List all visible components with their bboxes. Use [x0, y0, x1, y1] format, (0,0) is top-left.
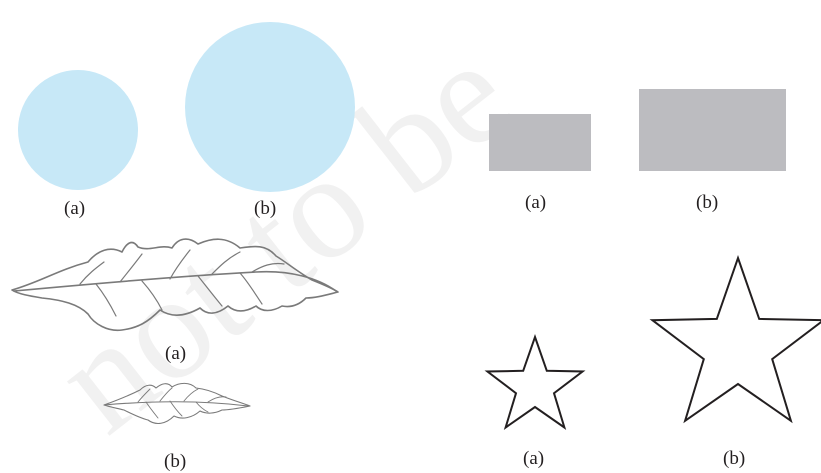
rectangle-label-a: (a) — [525, 192, 546, 213]
small-circle — [18, 70, 138, 190]
large-rectangle — [639, 89, 786, 171]
rectangle-label-b: (b) — [696, 192, 718, 213]
small-leaf — [103, 382, 251, 425]
large-star — [649, 254, 821, 424]
rectangles-pair: (a) (b) — [489, 89, 786, 213]
large-leaf-outline — [11, 238, 339, 332]
circle-label-a: (a) — [64, 198, 85, 219]
small-star — [484, 333, 586, 430]
circles-pair: (a) (b) — [18, 22, 355, 219]
leaf-label-b: (b) — [164, 451, 186, 472]
leaves-pair: (a) (b) — [11, 238, 339, 472]
leaf-label-a: (a) — [165, 343, 186, 364]
large-leaf — [11, 238, 339, 332]
small-leaf-outline — [103, 382, 251, 425]
small-leaf-veins — [137, 387, 227, 419]
stars-pair: (a) (b) — [484, 254, 821, 469]
star-label-a: (a) — [523, 448, 544, 469]
small-leaf-midrib — [103, 401, 249, 407]
large-leaf-veins — [79, 249, 285, 317]
large-leaf-midrib — [13, 270, 337, 292]
large-circle — [185, 22, 355, 192]
small-rectangle — [489, 114, 591, 171]
star-label-b: (b) — [723, 448, 745, 469]
circle-label-b: (b) — [254, 198, 276, 219]
